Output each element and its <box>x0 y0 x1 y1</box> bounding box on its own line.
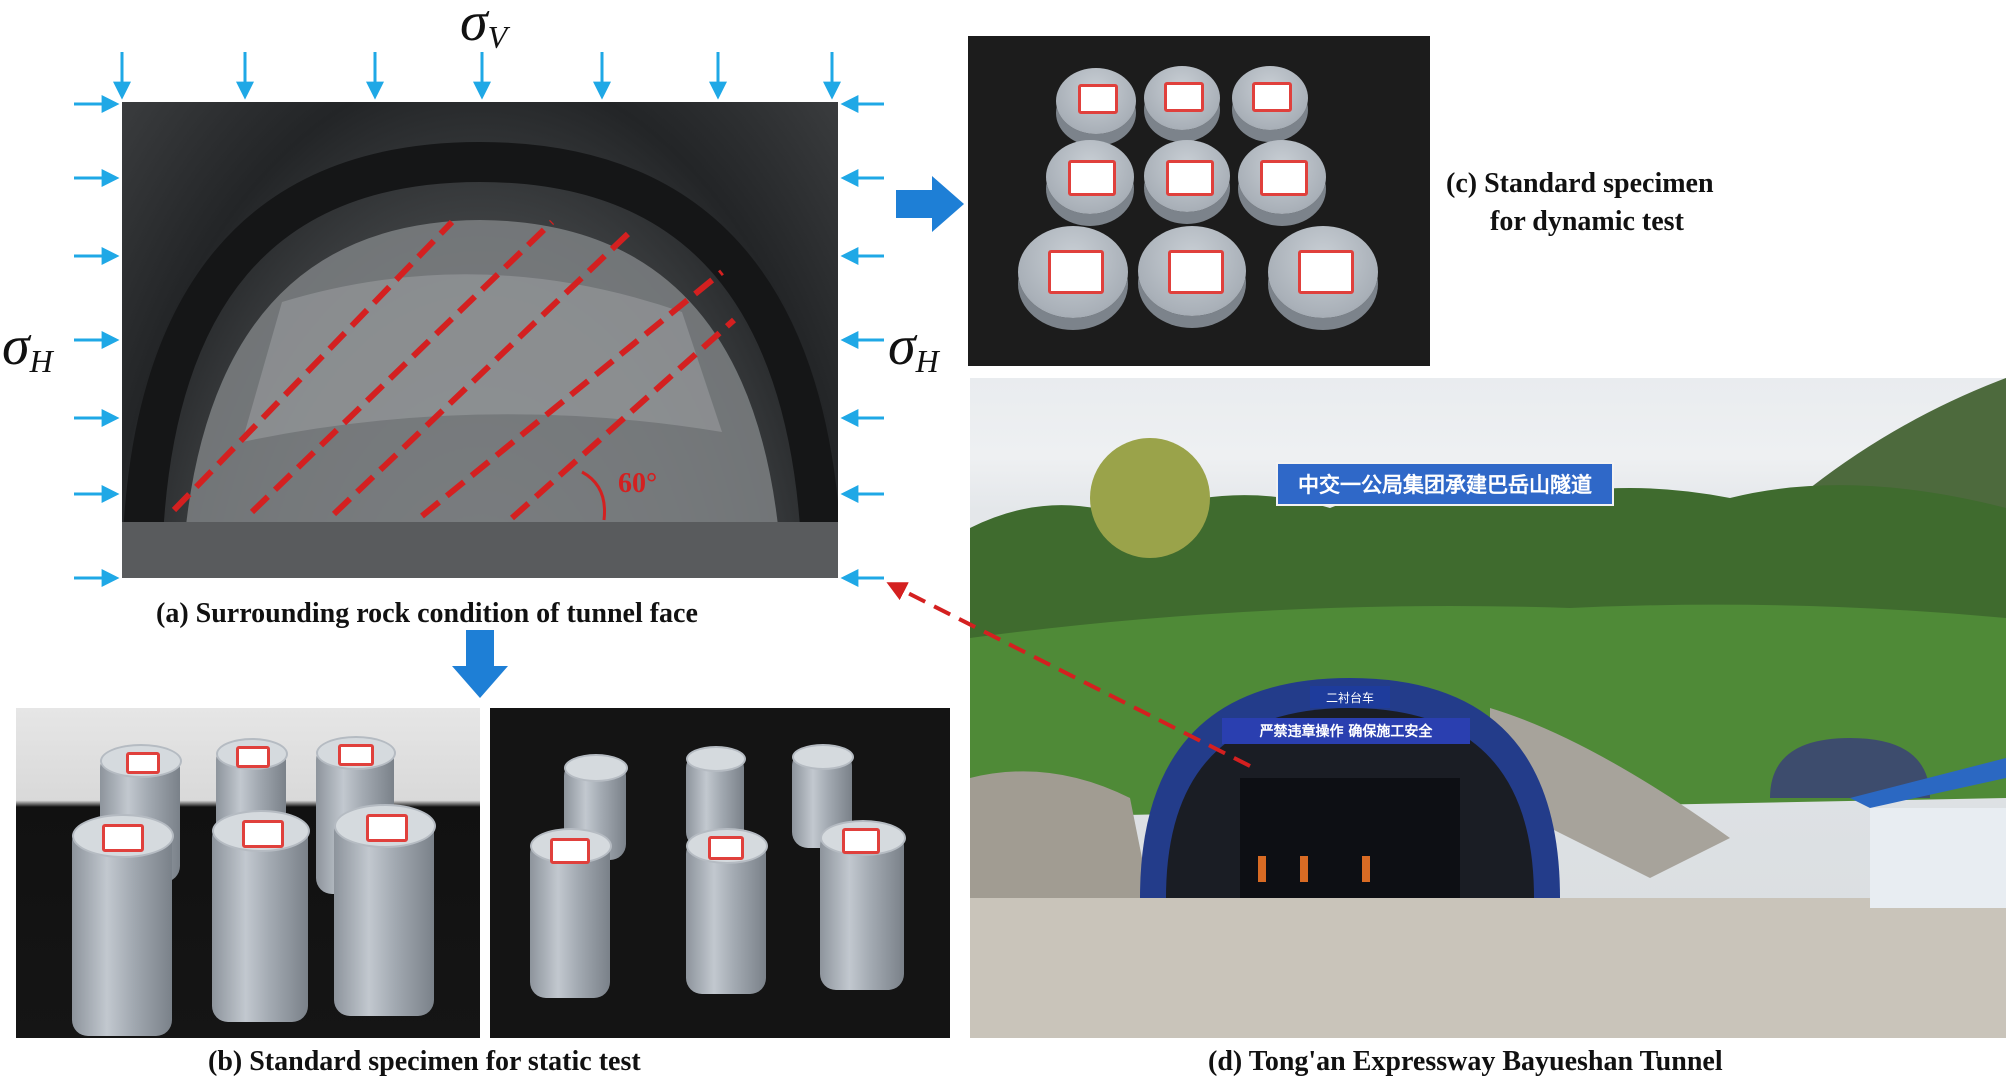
top-banner: 中交一公局集团承建巴岳山隧道 <box>1276 462 1614 506</box>
tunnel-portal-photo: 中交一公局集团承建巴岳山隧道 二衬台车 严禁违章操作 确保施工安全 <box>970 378 2006 1038</box>
tunnel-face-photo: 60° <box>122 102 838 578</box>
caption-c-line1: (c) Standard specimen <box>1446 168 1714 199</box>
safety-banner: 严禁违章操作 确保施工安全 <box>1222 718 1470 744</box>
specimen-label <box>550 838 590 864</box>
sigma-symbol: σ <box>460 0 488 53</box>
caption-d: (d) Tong'an Expressway Bayueshan Tunnel <box>1208 1046 1723 1077</box>
sigma-v-label: σV <box>460 0 507 53</box>
caption-b: (b) Standard specimen for static test <box>208 1046 641 1077</box>
safety-banner-text: 严禁违章操作 确保施工安全 <box>1259 724 1433 740</box>
rock-face <box>182 220 782 572</box>
sigma-h-left-label: σH <box>2 318 53 377</box>
construction-ground <box>970 898 2006 1038</box>
specimen-label <box>708 836 744 860</box>
dynamic-specimens-photo <box>968 36 1430 366</box>
rock-slope <box>1490 708 1730 878</box>
pointer-arrow <box>886 582 1251 768</box>
specimen-top <box>564 754 628 782</box>
specimen-label <box>366 814 408 842</box>
specimen-label <box>1260 160 1308 196</box>
sigma-subscript: H <box>915 343 939 379</box>
sigma-symbol: σ <box>2 315 30 377</box>
portal-scene <box>970 378 2006 1038</box>
angle-label: 60° <box>618 468 658 499</box>
caption-c-line2: for dynamic test <box>1490 206 1684 237</box>
worker <box>1258 856 1266 882</box>
specimen-label <box>842 828 880 854</box>
specimen-cylinder <box>820 830 904 990</box>
specimen-label <box>1166 160 1214 196</box>
second-tunnel <box>1770 738 1930 798</box>
specimen-label <box>1068 160 1116 196</box>
specimen-label <box>102 824 144 852</box>
worker <box>1362 856 1370 882</box>
specimen-label <box>126 752 160 774</box>
specimen-label <box>242 820 284 848</box>
static-specimens-right-photo <box>490 708 950 1038</box>
tunnel-face-overlay <box>122 141 838 578</box>
specimen-label <box>338 744 374 766</box>
flowering-tree <box>1090 438 1210 558</box>
portal-sign: 二衬台车 <box>1310 686 1390 708</box>
joint-line <box>331 227 635 517</box>
specimen-label <box>1164 82 1204 112</box>
caption-a: (a) Surrounding rock condition of tunnel… <box>156 598 698 629</box>
specimen-label <box>236 746 270 768</box>
stress-arrows <box>74 52 884 587</box>
worker <box>1300 856 1308 882</box>
specimen-label <box>1298 250 1354 294</box>
ground-floor <box>122 522 838 578</box>
block-arrow-icon <box>896 176 964 232</box>
specimen-label <box>1048 250 1104 294</box>
portal-sign-text: 二衬台车 <box>1325 690 1374 705</box>
joint-line <box>249 219 555 515</box>
site-building-roof <box>1850 758 2006 808</box>
specimen-top <box>792 744 854 770</box>
specimen-label <box>1252 82 1292 112</box>
rock-slope <box>970 771 1150 918</box>
site-building <box>1870 808 2006 908</box>
sigma-subscript: H <box>29 343 53 379</box>
joint-lines <box>171 219 736 521</box>
specimen-cylinder <box>334 816 434 1016</box>
specimen-label <box>1078 84 1118 114</box>
sigma-subscript: V <box>487 19 508 55</box>
specimen-label <box>1168 250 1224 294</box>
joint-line <box>510 317 736 521</box>
specimen-cylinder <box>686 838 766 994</box>
block-arrow-icon <box>452 630 508 698</box>
joint-line <box>171 219 455 513</box>
tunnel-interior <box>1240 778 1460 898</box>
specimen-top <box>686 746 746 772</box>
tunnel-arch <box>122 141 838 563</box>
sigma-h-right-label: σH <box>888 318 939 377</box>
specimen-cylinder <box>72 826 172 1036</box>
angle-arc <box>581 470 607 521</box>
static-specimens-left-photo <box>16 708 480 1038</box>
specimen-cylinder <box>530 838 610 998</box>
sigma-symbol: σ <box>888 315 916 377</box>
joint-line <box>420 269 724 519</box>
specimen-cylinder <box>212 822 308 1022</box>
top-banner-text: 中交一公局集团承建巴岳山隧道 <box>1298 473 1592 497</box>
